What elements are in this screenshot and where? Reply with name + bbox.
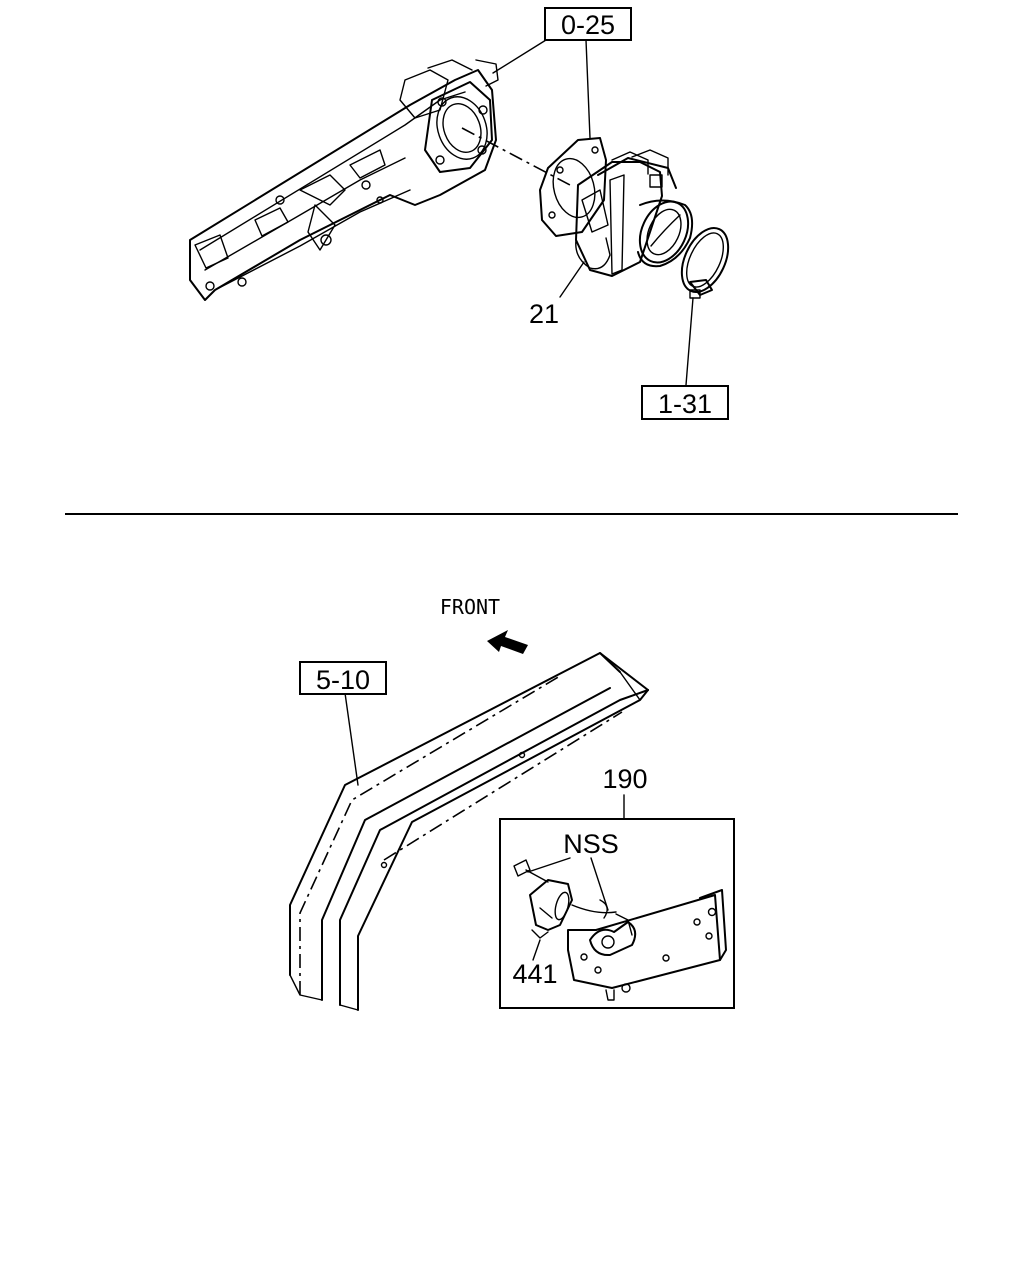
leader-nss-a [527, 857, 571, 873]
gasket [539, 137, 607, 237]
mounting-bracket [567, 889, 727, 1001]
leader-lines-top [492, 39, 694, 386]
callout-ref-clamp[interactable]: 1-31 [641, 385, 729, 420]
intake-manifold [189, 59, 499, 301]
callout-part-bracket[interactable]: 190 [602, 764, 647, 794]
callout-part-throttle[interactable]: 21 [529, 299, 559, 329]
callout-part-sensor[interactable]: 441 [512, 959, 557, 989]
callout-ref-frame-label: 5-10 [316, 665, 370, 695]
leader-sensor [532, 939, 541, 961]
throttle-body [575, 149, 694, 277]
frame-rail [289, 652, 649, 1011]
callout-ref-intake-label: 0-25 [561, 10, 615, 40]
sensor-bolt [513, 859, 549, 883]
callout-ref-frame[interactable]: 5-10 [299, 661, 387, 695]
position-sensor [529, 879, 617, 939]
callout-ref-clamp-label: 1-31 [658, 389, 712, 419]
leader-nss-b [590, 857, 609, 911]
callout-nss[interactable]: NSS [563, 829, 619, 859]
front-direction-label: FRONT [440, 595, 500, 619]
leader-frame [344, 692, 359, 786]
front-arrow-icon [487, 630, 528, 654]
alignment-centerline [461, 127, 571, 186]
hose-clamp [680, 227, 730, 299]
detail-inset-frame [499, 818, 735, 1009]
callout-ref-intake[interactable]: 0-25 [544, 7, 632, 41]
